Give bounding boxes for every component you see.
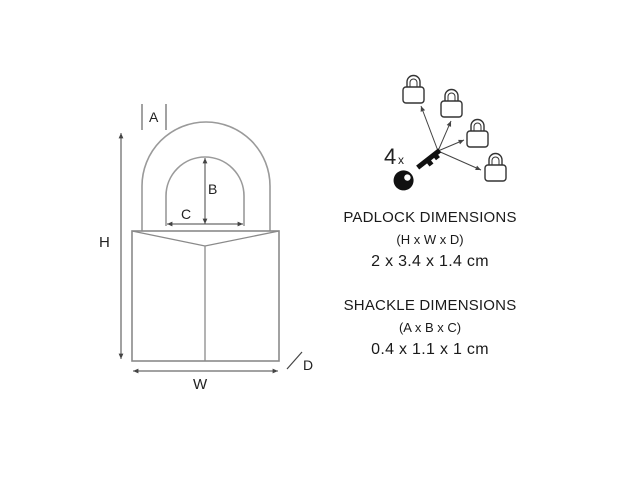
label-d: D [303,357,313,373]
padlock-icon [402,74,425,104]
padlock-dimensions-formula: (H x W x D) [396,232,464,247]
shackle-dimensions-value: 0.4 x 1.1 x 1 cm [371,341,489,358]
padlock-drawing [131,121,280,362]
padlock-icon [466,118,489,148]
pointer-arrows [420,105,482,171]
label-h: H [99,234,110,251]
dimension-d-line [286,351,303,370]
padlock-body-bevel [131,230,280,361]
padlock-icon [484,152,507,182]
key-count: 4 [384,144,396,169]
key-count-multiplier: x [398,153,404,167]
shackle-inner [165,156,245,226]
padlock-dimensions-heading: PADLOCK DIMENSIONS [343,209,517,226]
shackle-outer [141,121,271,231]
label-b: B [208,181,217,197]
label-w: W [193,376,208,393]
shackle-dimensions-formula: (A x B x C) [398,320,462,335]
key-icon [393,148,442,191]
label-c: C [181,206,191,222]
keyed-alike-illustration: 4 x [384,74,507,191]
padlock-dimensions-value: 2 x 3.4 x 1.4 cm [371,253,489,270]
shackle-dimensions-heading: SHACKLE DIMENSIONS [343,297,517,314]
dimension-lines [118,104,303,374]
padlock-icon [440,88,463,118]
label-a: A [149,109,159,125]
